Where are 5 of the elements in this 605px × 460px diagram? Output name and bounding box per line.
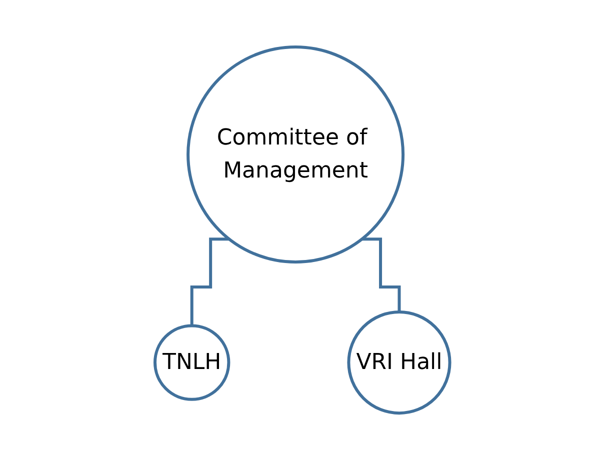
- node-circle: TNLH: [154, 324, 230, 401]
- node-circle: Committee of Management: [186, 45, 405, 264]
- connector: [362, 238, 401, 314]
- connector: [190, 238, 230, 328]
- node-circle: VRI Hall: [347, 310, 452, 415]
